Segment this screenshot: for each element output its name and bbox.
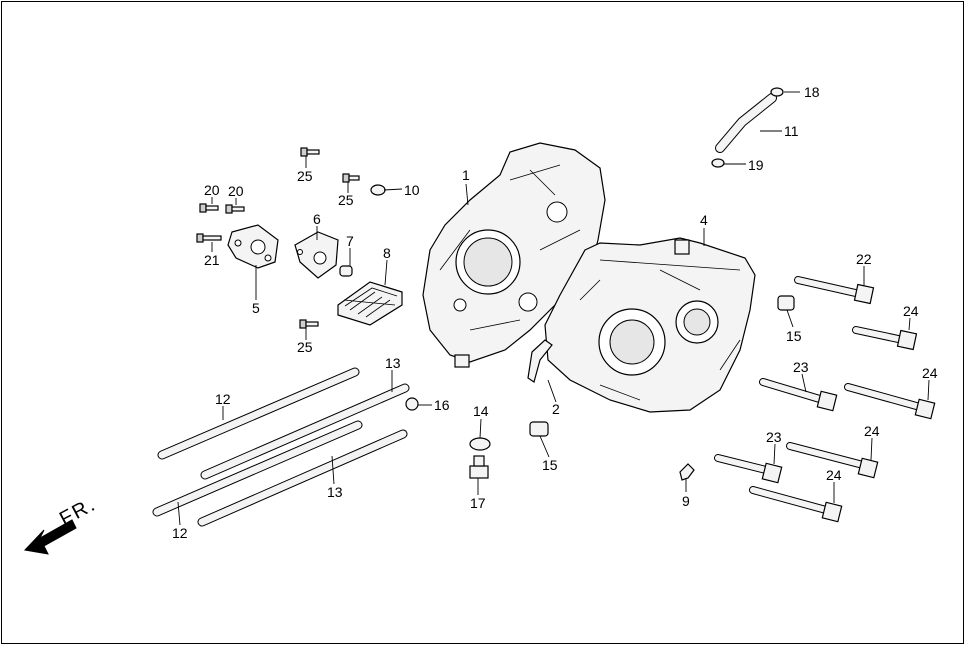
callout-24-c: 24 xyxy=(864,423,880,439)
small-bolt-25b xyxy=(342,173,360,183)
oil-pump-cover xyxy=(294,231,339,279)
stud-bolt-13a xyxy=(200,383,410,480)
callout-11: 11 xyxy=(784,123,799,139)
callout-18: 18 xyxy=(804,84,820,100)
washer-14 xyxy=(469,437,491,451)
callout-14: 14 xyxy=(473,403,489,419)
flange-bolt-24d xyxy=(749,486,843,523)
dowel-15b xyxy=(777,295,795,311)
callout-12-lower: 12 xyxy=(172,525,188,541)
callout-7: 7 xyxy=(346,233,354,249)
o-ring-16 xyxy=(405,397,419,411)
callout-13-upper: 13 xyxy=(385,355,401,371)
callout-15-center: 15 xyxy=(542,457,558,473)
front-arrow-icon xyxy=(23,519,77,555)
callout-21: 21 xyxy=(204,252,220,268)
callout-23-lower: 23 xyxy=(766,429,782,445)
small-bolt-25c xyxy=(299,319,319,329)
callout-9: 9 xyxy=(682,493,690,509)
front-direction-indicator: FR. xyxy=(23,493,100,555)
small-bolt-20a xyxy=(199,203,219,213)
clip-18 xyxy=(770,87,784,97)
callout-20-right: 20 xyxy=(228,183,244,199)
stud-bolt-12a xyxy=(157,367,360,460)
dowel-15a xyxy=(529,421,549,437)
callout-25-bottom: 25 xyxy=(297,339,313,355)
callout-24-d: 24 xyxy=(826,467,842,483)
callout-labels: 1 2 4 5 6 7 8 9 10 11 12 12 13 13 14 15 … xyxy=(172,84,938,541)
callout-4: 4 xyxy=(700,212,708,228)
callout-25-mid: 25 xyxy=(338,192,354,208)
stud-bolt-13b xyxy=(197,429,408,527)
flange-bolt-24c xyxy=(786,442,879,479)
flange-bolt-24a xyxy=(852,326,918,351)
stud-bolt-12b xyxy=(152,420,363,517)
small-bolt-25a xyxy=(300,147,320,157)
leader-lines xyxy=(177,91,930,526)
callout-15-right: 15 xyxy=(786,328,802,344)
callout-19: 19 xyxy=(748,157,764,173)
callout-6: 6 xyxy=(313,211,321,227)
right-crankcase xyxy=(544,237,756,413)
callout-24-a: 24 xyxy=(903,303,919,319)
callout-17: 17 xyxy=(470,495,486,511)
flange-bolt-23a xyxy=(759,378,838,412)
callout-2: 2 xyxy=(552,401,560,417)
callout-16: 16 xyxy=(434,397,450,413)
callout-12-upper: 12 xyxy=(215,391,231,407)
oil-pump xyxy=(227,224,279,269)
hose-clamp-9 xyxy=(679,463,695,481)
clip-ring-10 xyxy=(370,184,386,196)
left-crankcase xyxy=(422,142,606,368)
callout-23-upper: 23 xyxy=(793,359,809,375)
callout-20-left: 20 xyxy=(204,182,220,198)
callout-8: 8 xyxy=(383,245,391,261)
flange-bolt-23b xyxy=(714,454,783,484)
callout-24-b: 24 xyxy=(922,365,938,381)
callout-10: 10 xyxy=(404,182,420,198)
small-bolt-20b xyxy=(225,204,245,214)
callout-5: 5 xyxy=(252,300,260,316)
clip-19 xyxy=(711,158,725,168)
flange-bolt-24b xyxy=(844,383,936,420)
callout-22: 22 xyxy=(856,251,872,267)
callout-13-lower: 13 xyxy=(327,484,343,500)
front-direction-label: FR. xyxy=(56,493,100,530)
callout-25-top: 25 xyxy=(297,168,313,184)
small-bolt-21 xyxy=(196,233,222,243)
dowel-clip xyxy=(527,339,553,383)
callout-1: 1 xyxy=(462,167,470,183)
drain-bolt-17 xyxy=(469,455,489,479)
flange-bolt-22 xyxy=(794,276,875,305)
oil-strainer xyxy=(337,281,403,326)
pump-shaft-pin xyxy=(339,265,353,277)
